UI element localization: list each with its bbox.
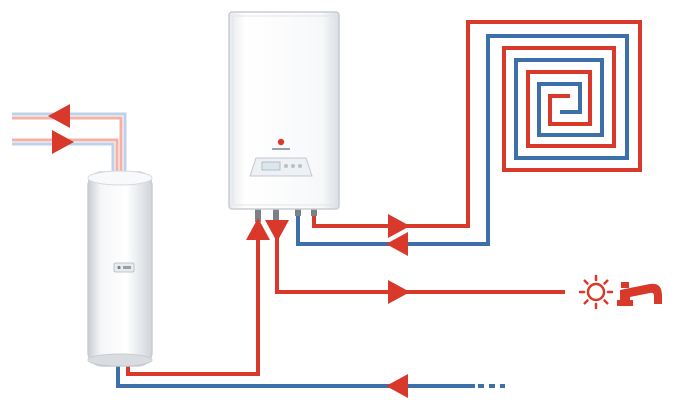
- solar-hot-pipe: [12, 116, 123, 178]
- tank-thermostat-icon: [113, 262, 135, 273]
- solar-cold-pipe-2: [12, 142, 115, 178]
- port: [255, 206, 261, 222]
- floor-supply-pipe: [312, 20, 642, 228]
- floor-heating-pipes: [296, 20, 642, 256]
- arrow-right-icon: [388, 280, 410, 304]
- tank-pipes: [116, 232, 505, 398]
- arrow-left-icon: [48, 104, 70, 128]
- hot-water-cylinder-icon: [87, 170, 153, 367]
- port: [273, 206, 279, 222]
- port: [311, 206, 317, 216]
- boiler-to-tap-pipe: [275, 232, 565, 294]
- solar-pipes: [12, 104, 127, 178]
- solar-cold-pipe: [12, 112, 127, 178]
- arrow-left-icon: [386, 232, 408, 256]
- cold-mains-pipe: [116, 362, 475, 388]
- tank-to-boiler-pipe: [126, 232, 260, 376]
- boiler-ports: [246, 206, 317, 242]
- brand-logo-icon: [272, 138, 290, 150]
- arrow-right-icon: [52, 130, 74, 154]
- hot-water-tap-icon: [617, 282, 662, 306]
- boiler-display: [261, 161, 281, 171]
- boiler-knob: [298, 164, 302, 168]
- boiler-knob: [291, 164, 295, 168]
- arrow-up-icon: [246, 218, 270, 240]
- solar-hot-pipe-2: [12, 138, 119, 178]
- port: [295, 206, 301, 216]
- boiler-control-panel: [249, 157, 313, 177]
- boiler-knob: [284, 164, 288, 168]
- sun-icon: [578, 274, 614, 310]
- arrow-left-icon: [386, 374, 408, 398]
- floor-return-pipe: [296, 34, 629, 246]
- arrow-down-icon: [265, 220, 289, 242]
- dhw-pipes: [275, 232, 565, 304]
- wall-boiler-icon: [228, 11, 340, 210]
- arrow-right-icon: [388, 214, 410, 238]
